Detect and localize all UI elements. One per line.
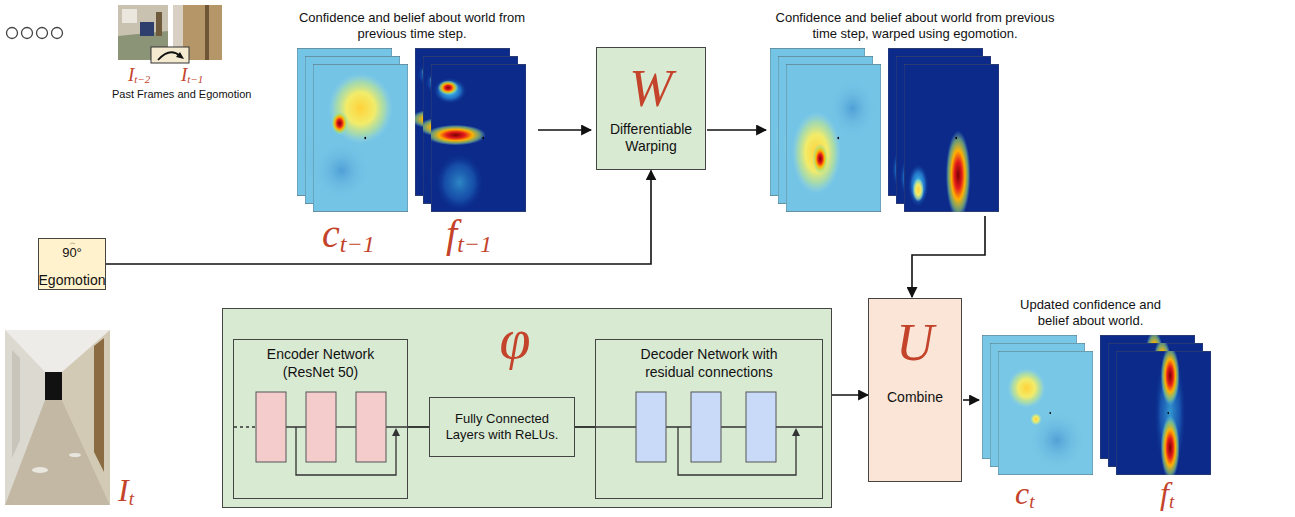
layer-box: Fully Connected Layers with ReLUs.: [429, 397, 575, 457]
rotation-arrow: [42, 242, 102, 245]
variable-subscript: t: [1029, 491, 1034, 512]
connector: [408, 426, 429, 428]
variable-name: I: [181, 64, 187, 85]
decoder-layers: [596, 387, 822, 487]
math-label: ft: [1160, 477, 1174, 509]
symbol-letter: U: [896, 317, 934, 369]
box-label: Combine: [887, 389, 943, 406]
caption-text: Updated confidence and belief about worl…: [1008, 297, 1173, 330]
math-label: ft−1: [446, 214, 492, 254]
current-frame: [5, 330, 110, 505]
heatmap-stack: [888, 48, 999, 219]
math-label: ct−1: [322, 214, 375, 254]
box-heading: Egomotion: [39, 272, 106, 289]
variable-name: c: [1015, 475, 1029, 511]
math-label: It−2: [128, 65, 150, 84]
decoder-box: Decoder Network with residual connection…: [595, 339, 823, 499]
flow-arrow: [538, 130, 985, 400]
math-label: It−1: [181, 65, 203, 84]
variable-name: f: [446, 211, 457, 256]
variable-name: I: [128, 64, 134, 85]
label-slot: Confidence and belief about world from p…: [769, 10, 1061, 43]
input-box: 90° Egomotion: [38, 238, 106, 290]
process-box: U Combine: [868, 298, 962, 482]
label-slot: Confidence and belief about world from p…: [297, 10, 527, 43]
heatmap-stack: [409, 48, 526, 212]
caption-text: Confidence and belief about world from p…: [769, 10, 1061, 43]
variable-name: c: [322, 211, 340, 256]
heatmap-stack: [982, 335, 1093, 475]
connector: [106, 171, 651, 265]
math-label: It: [118, 474, 134, 506]
variable-subscript: t−1: [187, 73, 203, 85]
variable-name: f: [1160, 475, 1169, 511]
caption-text: Confidence and belief about world from p…: [297, 10, 527, 43]
connector: [575, 426, 595, 428]
variable-subscript: t−1: [340, 231, 375, 257]
encoder-box: Encoder Network (ResNet 50): [233, 339, 408, 499]
box-label: Encoder Network (ResNet 50): [251, 346, 391, 381]
box-label: Decoder Network with residual connection…: [619, 346, 799, 381]
variable-subscript: t−2: [134, 73, 150, 85]
label-slot: Updated confidence and belief about worl…: [1008, 297, 1173, 330]
math-label: ct: [1015, 477, 1034, 509]
heatmap-stack: [1100, 330, 1211, 480]
variable-subscript: t: [129, 488, 134, 509]
network-fill: [222, 308, 832, 508]
angle-label: 90°: [62, 245, 82, 261]
heatmap-stack: [770, 48, 881, 212]
box-label: Differentiable Warping: [601, 121, 701, 155]
process-box: W Differentiable Warping: [596, 47, 706, 170]
caption-text: Past Frames and Egomotion: [112, 88, 251, 101]
label-slot: Past Frames and Egomotion: [112, 88, 251, 101]
connector: [832, 394, 868, 396]
variable-subscript: t: [1169, 491, 1174, 512]
symbol-letter: W: [629, 63, 672, 115]
variable-name: I: [118, 472, 129, 508]
variable-subscript: t−1: [457, 231, 492, 257]
egomotion-icon: [151, 47, 189, 63]
ellipsis-dots: [7, 28, 63, 39]
heatmap-stack: [297, 48, 408, 212]
encoder-layers: [234, 387, 407, 487]
box-label: Fully Connected Layers with ReLUs.: [434, 411, 570, 444]
network-box: φEncoder Network (ResNet 50) Fully Conne…: [222, 308, 832, 508]
